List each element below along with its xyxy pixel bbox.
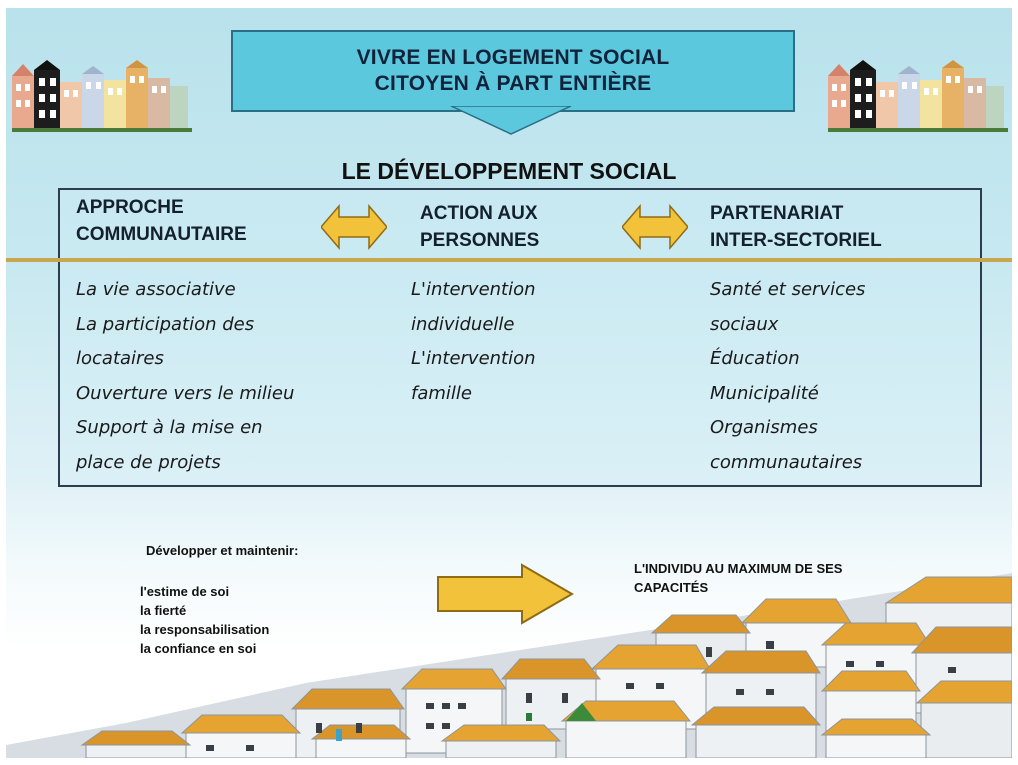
list-item: locataires	[76, 348, 164, 369]
result-line-1: L'INDIVIDU AU MAXIMUM DE SES	[634, 561, 843, 576]
result-line-2: CAPACITÉS	[634, 580, 709, 595]
subtitle: LE DÉVELOPPEMENT SOCIAL	[341, 158, 677, 184]
title-line-2: CITOYEN À PART ENTIÈRE	[374, 72, 652, 95]
divider-line	[6, 258, 1012, 262]
bottom-lead: Développer et maintenir:	[146, 543, 299, 558]
slide: VIVRE EN LOGEMENT SOCIAL CITOYEN À PART …	[6, 8, 1012, 758]
list-approche: La vie associative La participation des …	[76, 273, 294, 480]
double-arrow-icon-left	[321, 204, 387, 250]
list-item: la confiance en soi	[140, 641, 257, 656]
list-item: La participation des	[76, 313, 255, 335]
content-frame	[58, 188, 982, 487]
double-arrow-icon-right	[622, 204, 688, 250]
list-item: famille	[411, 382, 472, 404]
heading-partenariat-line1: PARTENARIAT	[710, 203, 844, 224]
down-arrow-icon	[450, 106, 572, 135]
title-line-1: VIVRE EN LOGEMENT SOCIAL	[356, 46, 670, 69]
title-box: VIVRE EN LOGEMENT SOCIAL CITOYEN À PART …	[231, 30, 795, 112]
qualities-list: l'estime de soi la fierté la responsabil…	[140, 582, 269, 658]
list-item: L'intervention	[411, 279, 536, 300]
list-item: L'intervention	[411, 348, 536, 369]
list-item: la fierté	[140, 603, 187, 618]
village-illustration	[6, 573, 1012, 758]
list-item: Santé et services	[710, 279, 866, 300]
list-item: La vie associative	[76, 279, 236, 300]
heading-action: ACTION AUX PERSONNES	[420, 200, 539, 254]
town-houses-icon-left	[12, 60, 192, 132]
result-text: L'INDIVIDU AU MAXIMUM DE SES CAPACITÉS	[634, 559, 954, 597]
heading-partenariat: PARTENARIAT INTER-SECTORIEL	[710, 200, 882, 254]
list-action: L'intervention individuelle L'interventi…	[411, 273, 536, 411]
town-houses-icon-right	[828, 60, 1008, 132]
heading-approche-line1: APPROCHE	[76, 197, 184, 218]
right-arrow-icon	[437, 563, 574, 625]
heading-approche: APPROCHE COMMUNAUTAIRE	[76, 194, 247, 248]
list-item: individuelle	[411, 313, 515, 335]
heading-approche-line2: COMMUNAUTAIRE	[76, 224, 247, 245]
list-item: la responsabilisation	[140, 622, 270, 637]
list-partenariat: Santé et services sociaux Éducation Muni…	[710, 273, 865, 480]
list-item: Support à la mise en	[76, 417, 263, 438]
list-item: Ouverture vers le milieu	[76, 382, 295, 404]
list-item: communautaires	[710, 451, 863, 473]
heading-action-line2: PERSONNES	[420, 230, 540, 251]
heading-partenariat-line2: INTER-SECTORIEL	[710, 230, 882, 251]
list-item: Organismes	[710, 417, 818, 438]
list-item: Éducation	[710, 348, 800, 369]
list-item: l'estime de soi	[140, 584, 230, 599]
heading-action-line1: ACTION AUX	[420, 203, 538, 224]
list-item: sociaux	[710, 313, 779, 335]
list-item: place de projets	[76, 451, 221, 473]
list-item: Municipalité	[710, 382, 819, 404]
